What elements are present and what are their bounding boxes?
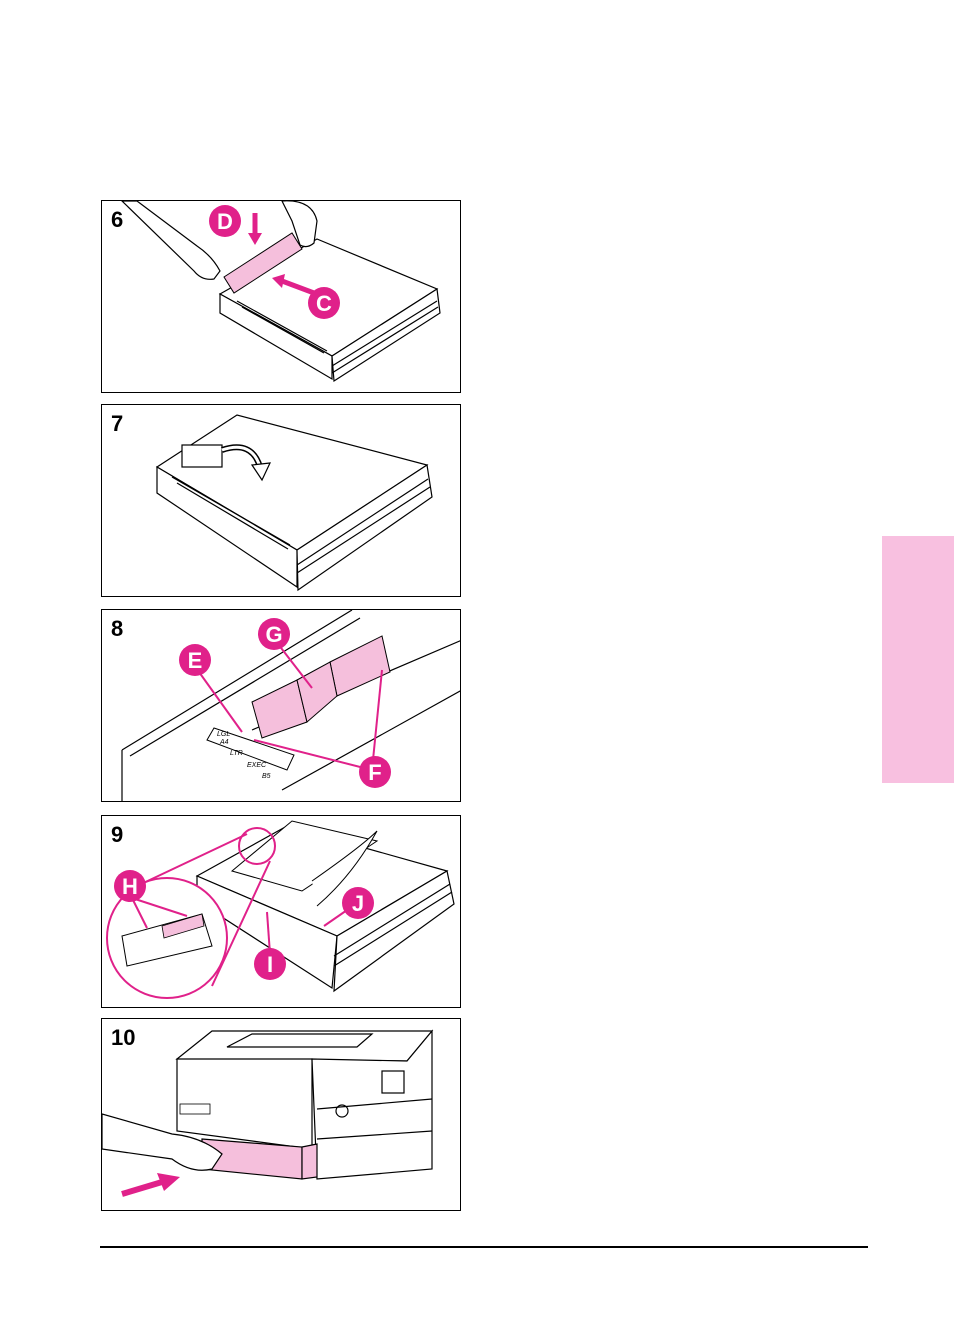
callout-g: G — [258, 618, 290, 650]
step-number: 6 — [111, 207, 123, 233]
callout-i-label: I — [267, 952, 273, 977]
step-8-illustration: LGL A4 LTR EXEC B5 G E F — [102, 610, 461, 802]
callout-j-label: J — [352, 891, 364, 916]
step-9-illustration: H J I — [102, 816, 461, 1008]
step-8-panel: LGL A4 LTR EXEC B5 G E F 8 — [101, 609, 461, 802]
callout-h-label: H — [122, 874, 138, 899]
step-6-illustration: D C — [102, 201, 461, 393]
brand-logo-plate — [180, 1104, 210, 1114]
section-tab — [882, 536, 954, 783]
step-7-illustration — [102, 405, 461, 597]
callout-c-label: C — [316, 291, 332, 316]
footer-rule — [100, 1246, 868, 1248]
step-number: 8 — [111, 616, 123, 642]
step-10-panel: 10 — [101, 1018, 461, 1211]
step-7-panel: 7 — [101, 404, 461, 597]
guide-label-exec: EXEC — [247, 762, 267, 769]
callout-e: E — [179, 644, 211, 676]
step-6-panel: D C 6 — [101, 200, 461, 393]
callout-g-label: G — [265, 622, 282, 647]
callout-j: J — [342, 887, 374, 919]
step-number: 7 — [111, 411, 123, 437]
callout-i: I — [254, 948, 286, 980]
callout-c: C — [308, 287, 340, 319]
guide-label-b5: B5 — [262, 773, 271, 780]
step-number: 9 — [111, 822, 123, 848]
callout-d-label: D — [217, 209, 233, 234]
callout-d: D — [209, 205, 241, 237]
guide-label-a4: A4 — [219, 739, 229, 746]
step-number: 10 — [111, 1025, 135, 1051]
callout-f: F — [359, 756, 391, 788]
step-9-panel: H J I 9 — [101, 815, 461, 1008]
callout-h: H — [114, 870, 146, 902]
callout-f-label: F — [368, 760, 381, 785]
callout-e-label: E — [188, 648, 203, 673]
guide-label-ltr: LTR — [230, 750, 243, 757]
guide-label-lgl: LGL — [217, 731, 230, 738]
step-10-illustration — [102, 1019, 461, 1211]
